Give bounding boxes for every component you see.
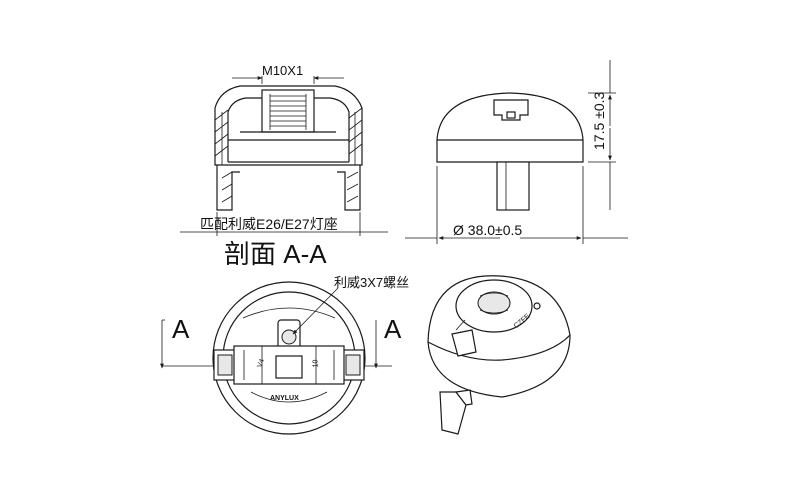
side-view bbox=[405, 60, 628, 244]
section-mark-right: A bbox=[384, 314, 402, 344]
screw-spec-label: 利威3X7螺丝 bbox=[334, 275, 410, 290]
iso-view bbox=[427, 275, 571, 435]
part-mark-right: 10 bbox=[312, 359, 320, 368]
thread-pattern bbox=[269, 94, 307, 130]
socket-fit-label: 匹配利威E26/E27灯座 bbox=[200, 216, 338, 232]
section-view bbox=[180, 76, 388, 236]
diameter-dimension: Ø 38.0±0.5 bbox=[453, 222, 523, 238]
thread-spec-label: M10X1 bbox=[262, 63, 304, 78]
section-title: 剖面 A-A bbox=[224, 239, 327, 269]
top-view bbox=[160, 281, 392, 435]
height-dimension: 17.5 ±0.3 bbox=[591, 91, 607, 150]
brand-text: ANYLUX bbox=[270, 395, 299, 402]
section-mark-left: A bbox=[172, 314, 190, 344]
